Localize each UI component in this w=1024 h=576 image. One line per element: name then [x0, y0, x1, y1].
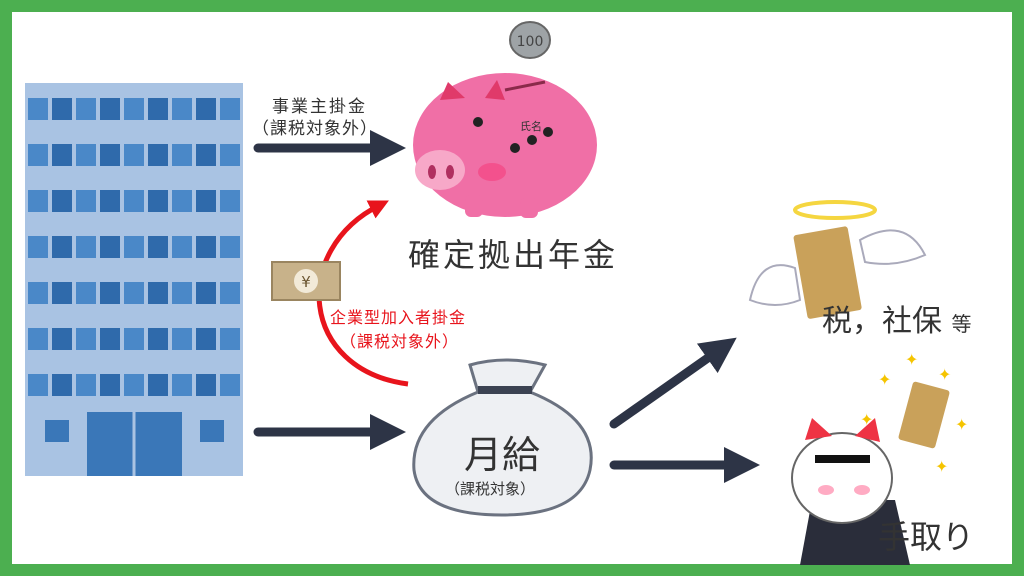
- piggy-bank-icon: [413, 73, 597, 218]
- tax-social-label: 税，社保 等: [822, 304, 972, 339]
- building-window: [76, 282, 96, 304]
- building-window: [52, 98, 72, 120]
- svg-text:✦: ✦: [905, 350, 918, 369]
- building-window: [76, 328, 96, 350]
- building-window: [28, 282, 48, 304]
- building-window: [76, 374, 96, 396]
- employee-contribution-arrow: [316, 200, 409, 387]
- building-window: [124, 328, 144, 350]
- building-window: [76, 236, 96, 258]
- salary-note: （課税対象）: [445, 480, 536, 498]
- building-window: [148, 190, 168, 212]
- building-window: [148, 144, 168, 166]
- building-window: [76, 98, 96, 120]
- building-window: [28, 144, 48, 166]
- building-window: [28, 328, 48, 350]
- building-window: [196, 236, 216, 258]
- salary-label: 月給: [464, 433, 541, 477]
- building-window: [220, 144, 240, 166]
- building-window: [124, 236, 144, 258]
- building-window: [76, 190, 96, 212]
- building-window: [196, 144, 216, 166]
- building-window: [172, 190, 192, 212]
- sparkle-icons: ✦ ✦ ✦ ✦ ✦ ✦: [860, 350, 968, 476]
- building-window: [196, 328, 216, 350]
- coin-label: 100: [517, 34, 544, 50]
- building-window: [220, 98, 240, 120]
- employee-contribution-note: （課税対象外）: [340, 332, 460, 351]
- building-window: [196, 374, 216, 396]
- building-window: [148, 98, 168, 120]
- building-window: [100, 144, 120, 166]
- building-window: [196, 190, 216, 212]
- building-window: [52, 282, 72, 304]
- lucky-cat-icon: [791, 381, 950, 565]
- coin-icon: [509, 21, 551, 59]
- employer-contribution-note: （課税対象外）: [252, 119, 378, 139]
- building-window: [172, 328, 192, 350]
- yen-bill-icon: [271, 261, 341, 301]
- building-window: [100, 282, 120, 304]
- building-window: [172, 374, 192, 396]
- svg-text:✦: ✦: [878, 370, 891, 389]
- building-window: [100, 328, 120, 350]
- building-window: [28, 190, 48, 212]
- employer-contribution-label: 事業主掛金: [272, 97, 367, 117]
- building-window: [148, 282, 168, 304]
- building-window: [28, 236, 48, 258]
- company-building-icon: [25, 83, 243, 476]
- building-window: [52, 328, 72, 350]
- svg-text:✦: ✦: [860, 410, 873, 429]
- building-window: [124, 98, 144, 120]
- building-window: [196, 282, 216, 304]
- dc-pension-label: 確定拠出年金: [408, 236, 619, 274]
- building-window: [52, 190, 72, 212]
- building-window: [52, 236, 72, 258]
- employee-contribution-label: 企業型加入者掛金: [330, 308, 467, 327]
- building-window: [100, 236, 120, 258]
- building-window: [172, 282, 192, 304]
- building-window: [52, 374, 72, 396]
- building-window: [52, 144, 72, 166]
- building-window: [28, 374, 48, 396]
- building-window: [148, 236, 168, 258]
- building-window: [172, 98, 192, 120]
- building-window: [172, 144, 192, 166]
- svg-text:✦: ✦: [935, 457, 948, 476]
- yen-symbol: ¥: [301, 273, 311, 291]
- building-window: [124, 374, 144, 396]
- svg-text:✦: ✦: [938, 365, 951, 384]
- building-window: [124, 190, 144, 212]
- building-window: [148, 374, 168, 396]
- tax-arrow: [609, 337, 737, 429]
- piggy-name-label: 氏名: [520, 119, 542, 133]
- building-window: [100, 190, 120, 212]
- building-window: [76, 144, 96, 166]
- building-window: [124, 144, 144, 166]
- building-window: [28, 98, 48, 120]
- take-home-label: 手取り: [878, 518, 975, 556]
- building-window: [220, 374, 240, 396]
- building-window: [220, 328, 240, 350]
- building-window: [220, 282, 240, 304]
- building-window: [100, 374, 120, 396]
- building-window: [172, 236, 192, 258]
- building-window: [100, 98, 120, 120]
- winged-envelope-icon: [748, 200, 927, 319]
- building-window: [220, 236, 240, 258]
- building-window: [124, 282, 144, 304]
- money-bag-icon: [412, 358, 593, 517]
- building-window: [196, 98, 216, 120]
- svg-text:✦: ✦: [955, 415, 968, 434]
- building-window: [148, 328, 168, 350]
- building-window: [220, 190, 240, 212]
